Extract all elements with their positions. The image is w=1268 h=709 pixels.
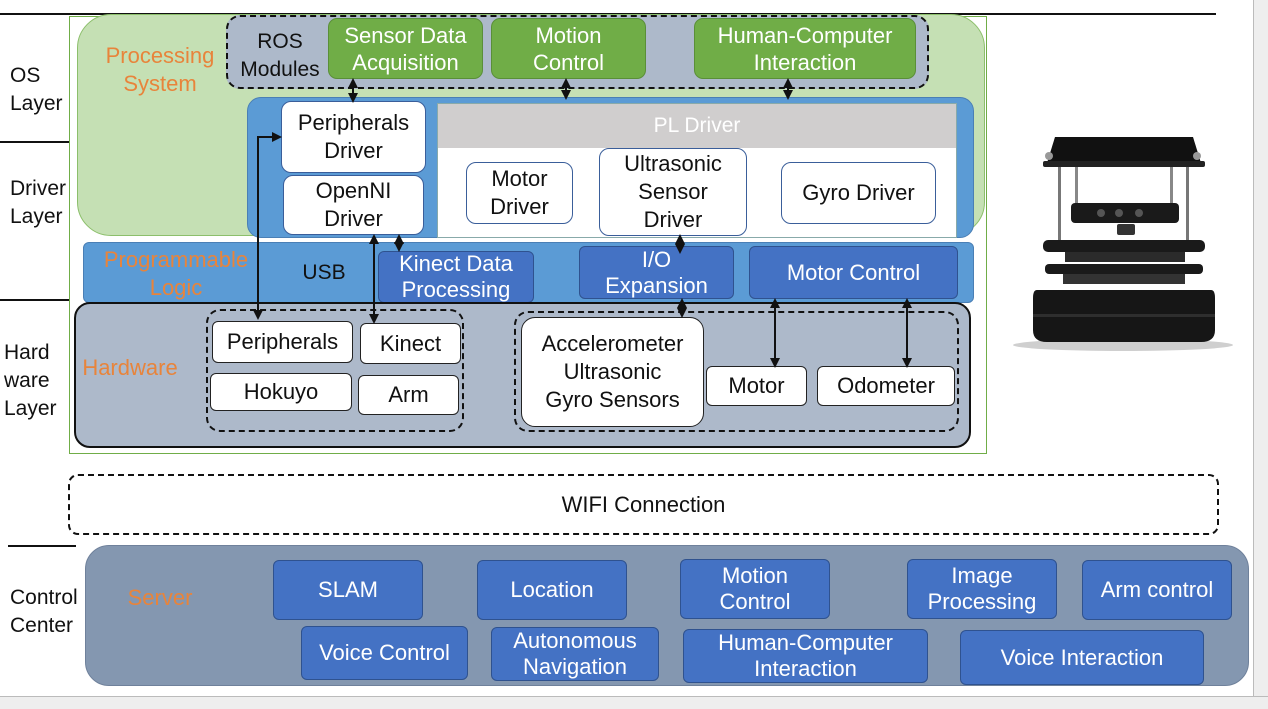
layer-divider-1 bbox=[0, 141, 70, 143]
peripherals-group bbox=[206, 309, 464, 432]
sensors-group bbox=[514, 311, 959, 432]
human-computer-interaction-module[interactable]: Human-Computer Interaction bbox=[694, 18, 916, 79]
programmable-logic-label: Programmable Logic bbox=[103, 247, 249, 300]
usb-label: USB bbox=[302, 261, 346, 284]
ros-modules-label: ROS Modules bbox=[240, 30, 320, 81]
hardware-layer-label: Hard ware Layer bbox=[4, 341, 57, 420]
sensor-data-acquisition-module[interactable]: Sensor Data Acquisition bbox=[328, 18, 483, 79]
sensors-hw-box[interactable]: Accelerometer Ultrasonic Gyro Sensors bbox=[521, 317, 704, 427]
right-border-line bbox=[1253, 0, 1268, 709]
layer-divider-3 bbox=[8, 545, 76, 547]
peripherals-hw-box[interactable]: Peripherals bbox=[212, 321, 353, 363]
driver-layer-label: Driver Layer bbox=[10, 177, 66, 228]
kinect-hw-box[interactable]: Kinect bbox=[360, 323, 461, 364]
openni-driver-box[interactable]: OpenNI Driver bbox=[283, 175, 424, 235]
pl-driver-header: PL Driver bbox=[438, 104, 956, 148]
arm-control-box[interactable]: Arm control bbox=[1082, 560, 1232, 620]
motion-control-module[interactable]: Motion Control bbox=[491, 18, 646, 79]
layer-divider-2 bbox=[0, 299, 70, 301]
arm-hw-box[interactable]: Arm bbox=[358, 375, 459, 415]
voice-control-box[interactable]: Voice Control bbox=[301, 626, 468, 680]
peripherals-driver-box[interactable]: Peripherals Driver bbox=[281, 101, 426, 173]
motor-control-pl-box[interactable]: Motor Control bbox=[749, 246, 958, 299]
control-center-label: Control Center bbox=[10, 586, 78, 637]
gyro-driver-box[interactable]: Gyro Driver bbox=[781, 162, 936, 224]
motion-control-server-box[interactable]: Motion Control bbox=[680, 559, 830, 619]
odometer-hw-box[interactable]: Odometer bbox=[817, 366, 955, 406]
wifi-connection: WIFI Connection bbox=[68, 474, 1219, 535]
autonomous-navigation-box[interactable]: Autonomous Navigation bbox=[491, 627, 659, 681]
processing-system-label: Processing System bbox=[105, 43, 215, 96]
server-label: Server bbox=[127, 585, 193, 610]
io-expansion-box[interactable]: I/O Expansion bbox=[579, 246, 734, 299]
human-computer-interaction-server-box[interactable]: Human-Computer Interaction bbox=[683, 629, 928, 683]
motor-hw-box[interactable]: Motor bbox=[706, 366, 807, 406]
image-processing-box[interactable]: Image Processing bbox=[907, 559, 1057, 619]
ultrasonic-sensor-driver-box[interactable]: Ultrasonic Sensor Driver bbox=[599, 148, 747, 236]
os-layer-label: OS Layer bbox=[10, 64, 63, 115]
kinect-data-processing-box[interactable]: Kinect Data Processing bbox=[378, 251, 534, 303]
arrow-peripherals bbox=[253, 132, 282, 320]
voice-interaction-box[interactable]: Voice Interaction bbox=[960, 630, 1204, 685]
hardware-label: Hardware bbox=[82, 355, 178, 380]
turtlebot-robot-icon bbox=[1013, 137, 1233, 351]
location-box[interactable]: Location bbox=[477, 560, 627, 620]
hokuyo-hw-box[interactable]: Hokuyo bbox=[210, 373, 352, 411]
bottom-border bbox=[0, 696, 1268, 709]
motor-driver-box[interactable]: Motor Driver bbox=[466, 162, 573, 224]
slam-box[interactable]: SLAM bbox=[273, 560, 423, 620]
